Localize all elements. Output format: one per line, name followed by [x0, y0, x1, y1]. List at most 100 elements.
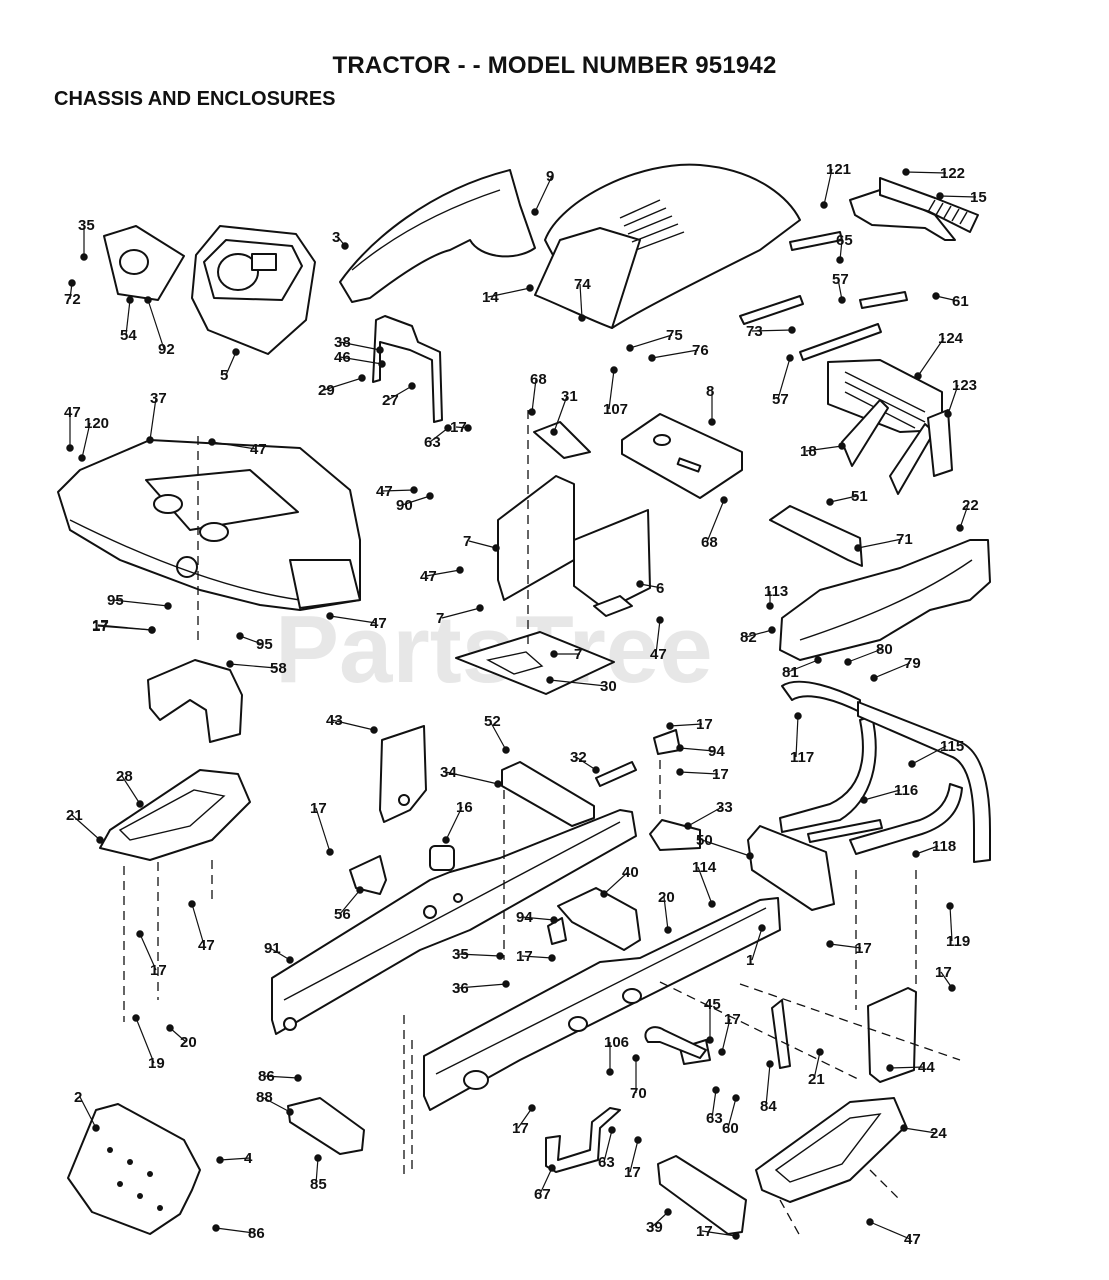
leader-line [149, 397, 157, 441]
fastener-marker [378, 360, 386, 368]
callout-34: 34 [440, 764, 502, 788]
leader-line [339, 889, 361, 915]
fastener-marker [720, 496, 728, 504]
part-number-label: 73 [746, 323, 763, 340]
callout-40: 40 [600, 864, 639, 898]
part-number-label: 29 [318, 382, 335, 399]
fastener-marker [758, 924, 766, 932]
part-number-label: 33 [716, 799, 733, 816]
leader-line [329, 615, 377, 624]
leader-line [445, 806, 463, 841]
callout-47: 47 [64, 404, 81, 452]
part-number-label: 17 [150, 962, 167, 979]
fastener-marker [144, 296, 152, 304]
leader-line [441, 607, 481, 619]
fastener-marker [550, 428, 558, 436]
leader-line [81, 422, 91, 459]
part-number-label: 84 [760, 1098, 777, 1115]
callout-9: 9 [531, 168, 554, 216]
callout-58: 58 [226, 660, 287, 677]
assembly-lines [123, 410, 961, 1237]
leader-line [531, 378, 537, 413]
callout-90: 90 [396, 492, 434, 514]
part-number-label: 122 [940, 165, 965, 182]
part-number-label: 47 [376, 483, 393, 500]
fastener-marker [732, 1094, 740, 1102]
callout-17: 17 [718, 1011, 741, 1056]
leader-line [121, 775, 141, 805]
fastener-marker [546, 676, 554, 684]
fastener-marker [838, 442, 846, 450]
fastener-marker [92, 1124, 100, 1132]
callout-63: 63 [424, 424, 452, 451]
part-number-label: 85 [310, 1176, 327, 1193]
callout-80: 80 [844, 641, 893, 666]
fastener-marker [632, 1054, 640, 1062]
leader-line [553, 395, 568, 433]
fastener-marker [838, 296, 846, 304]
callout-121: 121 [820, 161, 851, 209]
part-number-label: 88 [256, 1089, 273, 1106]
leader-line [445, 771, 499, 785]
fastener-marker [610, 366, 618, 374]
leader-line [135, 1017, 155, 1064]
leader-line [745, 629, 773, 638]
leader-line [787, 659, 819, 673]
part-number-label: 52 [484, 713, 501, 730]
leader-line [457, 953, 501, 957]
fastener-marker [676, 768, 684, 776]
callout-122: 122 [902, 165, 965, 182]
fastener-marker [826, 498, 834, 506]
fastener-marker [826, 940, 834, 948]
callout-28: 28 [116, 768, 144, 808]
fastener-marker [854, 544, 862, 552]
leader-line [765, 1063, 771, 1107]
part-number-label: 17 [712, 766, 729, 783]
leader-line [669, 723, 703, 727]
fastener-marker [676, 744, 684, 752]
fastener-marker [376, 346, 384, 354]
part-number-label: 63 [598, 1154, 615, 1171]
fastener-marker [592, 766, 600, 774]
fastener-marker [326, 612, 334, 620]
callout-17: 17 [310, 800, 334, 856]
part-number-label: 79 [904, 655, 921, 672]
fastener-marker [148, 626, 156, 634]
callout-56: 56 [334, 886, 364, 923]
leader-line [629, 334, 673, 349]
fastener-marker [494, 780, 502, 788]
leader-line [629, 1139, 639, 1173]
part-number-label: 54 [120, 327, 137, 344]
callout-3: 3 [332, 229, 349, 250]
callout-57: 57 [832, 271, 849, 304]
leader-line [813, 1051, 821, 1080]
callout-16: 16 [442, 799, 473, 844]
callout-88: 88 [256, 1089, 294, 1116]
part-number-label: 4 [244, 1150, 253, 1167]
callout-107: 107 [603, 366, 628, 418]
callout-17: 17 [935, 964, 956, 992]
fastener-marker [208, 438, 216, 446]
leader-line [534, 175, 553, 213]
part-number-label: 47 [250, 441, 267, 458]
callout-14: 14 [482, 284, 534, 306]
part-number-label: 17 [92, 618, 109, 635]
fastener-marker [548, 1164, 556, 1172]
fastener-marker [844, 658, 852, 666]
part-number-label: 7 [463, 533, 471, 550]
leader-line [829, 495, 858, 503]
part-number-label: 3 [332, 229, 340, 246]
callout-118: 118 [912, 838, 956, 858]
part-number-label: 51 [851, 488, 868, 505]
callout-17: 17 [666, 716, 713, 733]
leader-line [857, 538, 903, 549]
leader-line [939, 195, 977, 198]
part-number-label: 47 [904, 1231, 921, 1248]
fastener-marker [836, 256, 844, 264]
part-number-label: 94 [708, 743, 725, 760]
callout-57: 57 [772, 354, 794, 408]
fastener-marker [286, 1108, 294, 1116]
callout-17: 17 [450, 419, 472, 436]
callout-30: 30 [546, 676, 617, 695]
